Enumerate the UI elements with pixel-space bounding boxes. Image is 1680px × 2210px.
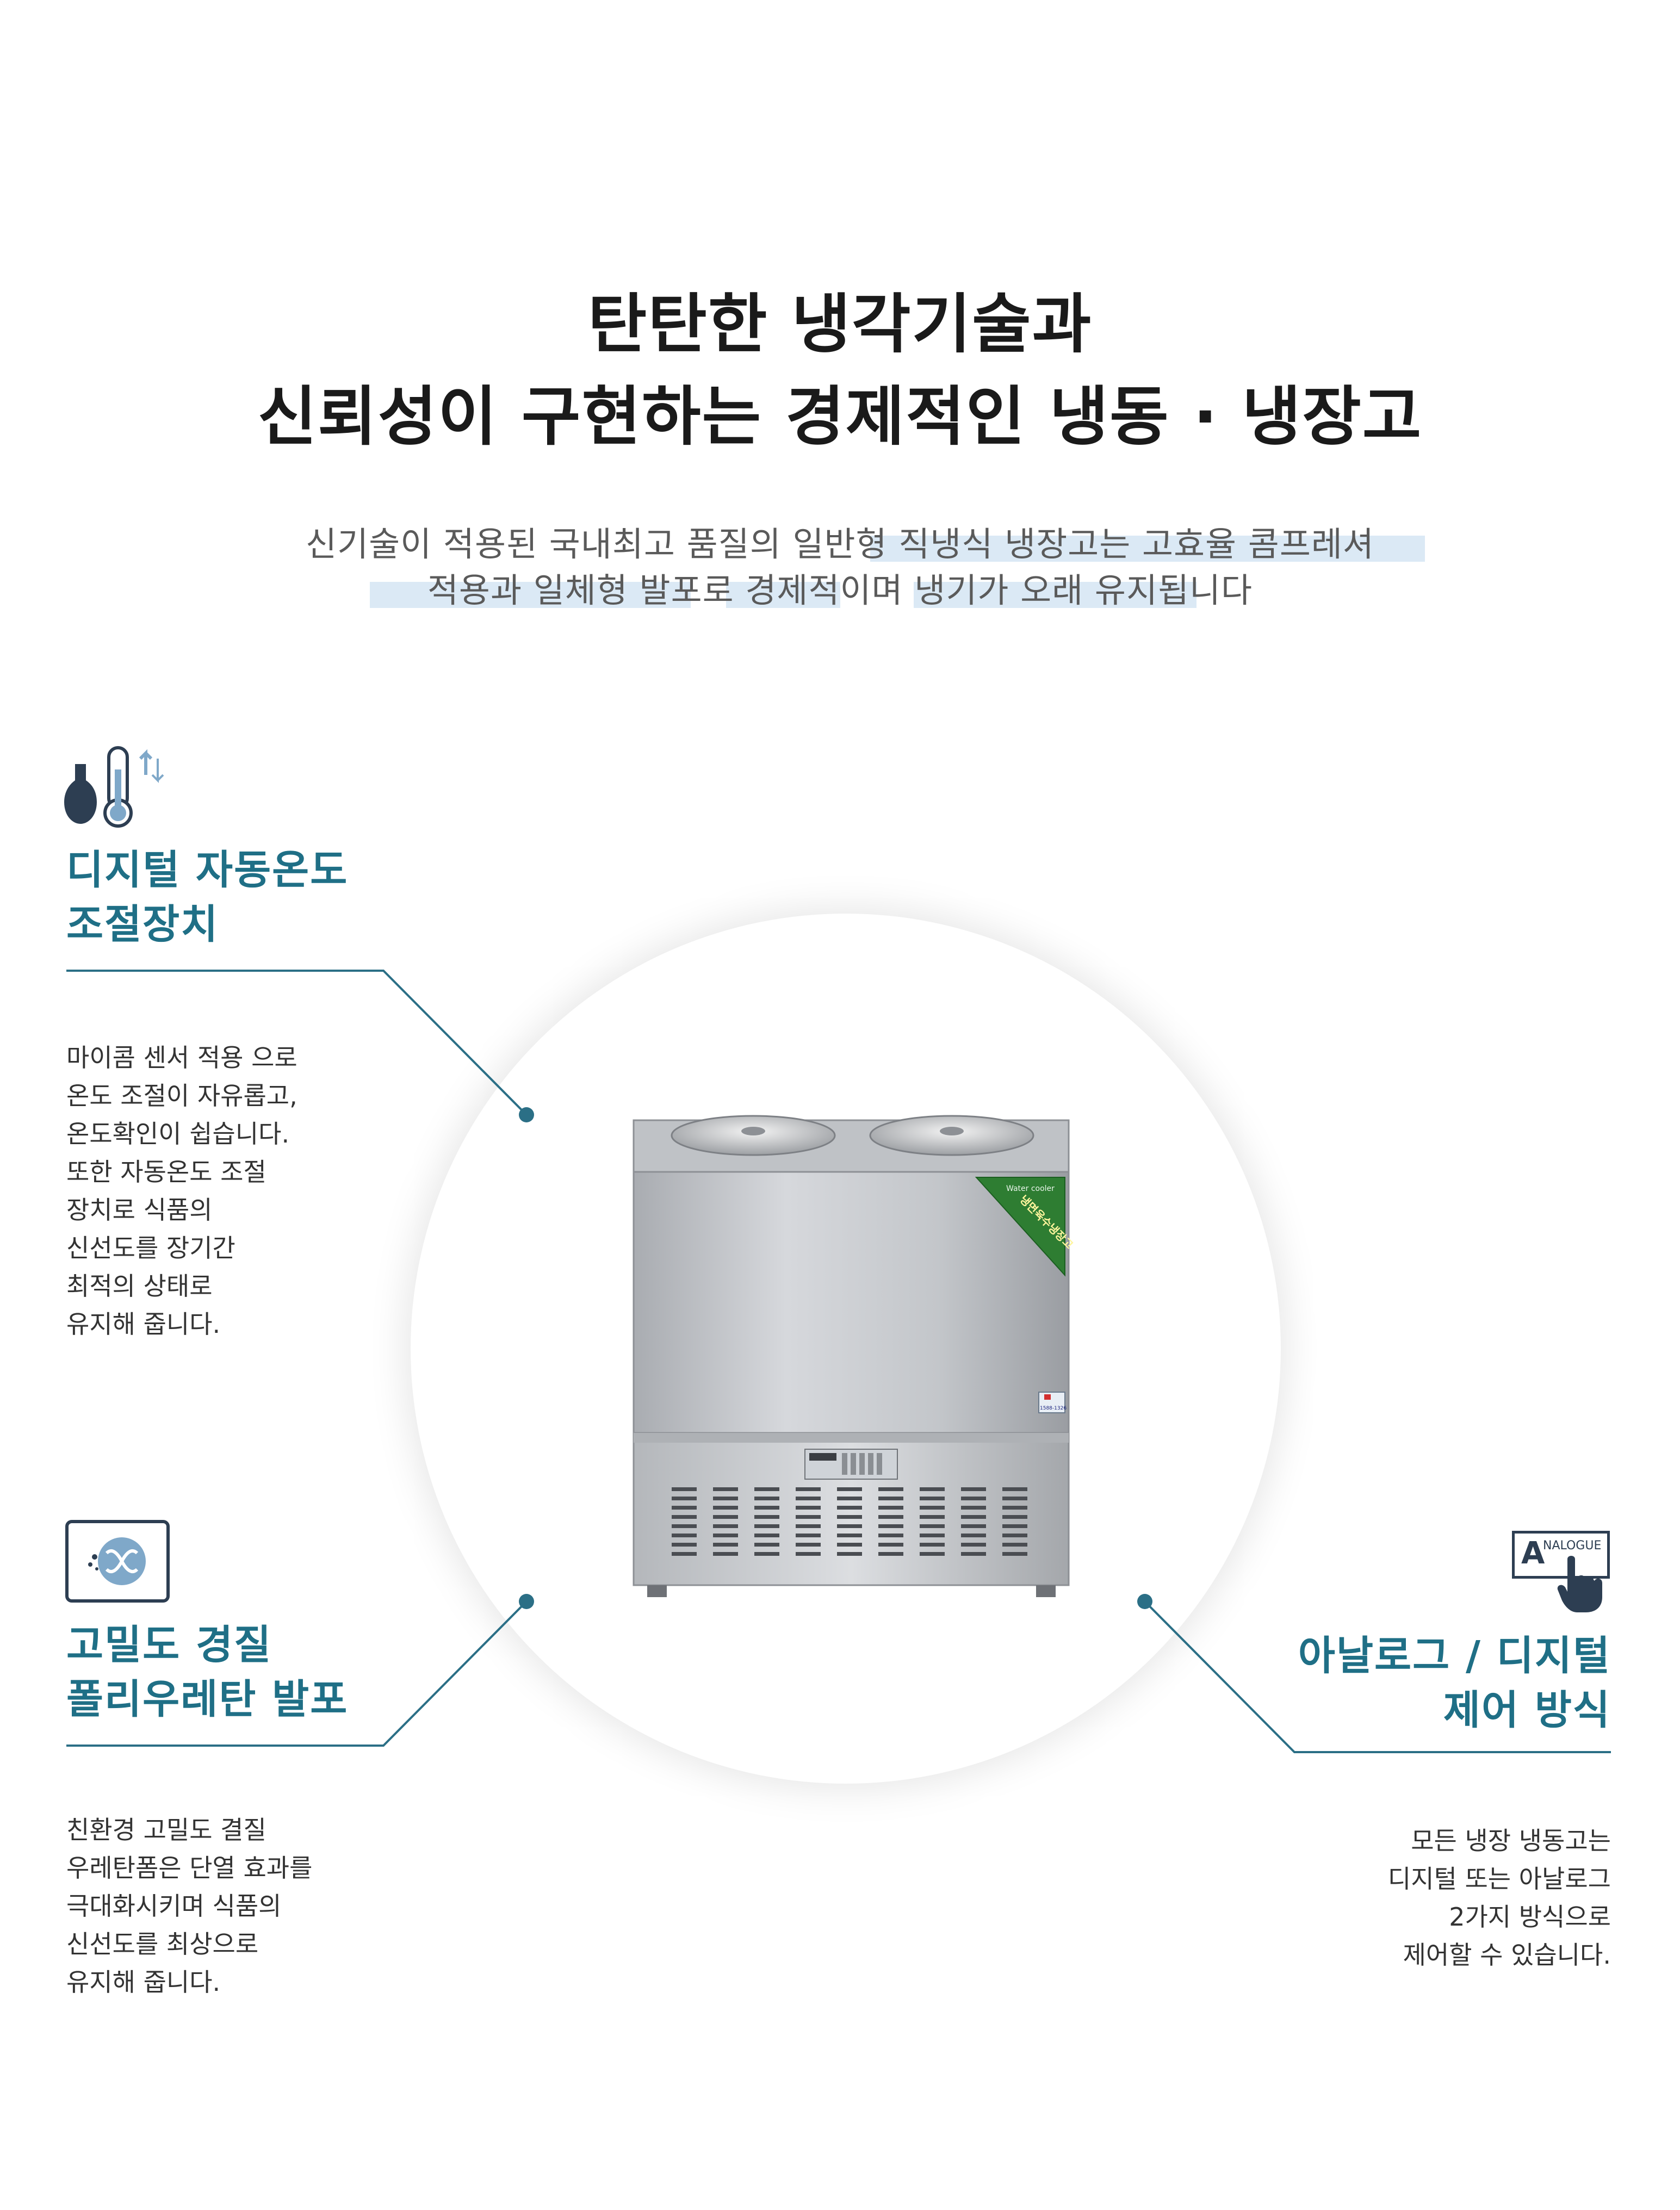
refrigerator-illustration: Water cooler 냉면육수냉장고 1588-1326 [633, 1115, 1076, 1597]
feature-body-line: 마이콤 센서 적용 으로 [66, 1043, 297, 1072]
feature-body-line: 신선도를 장기간 [66, 1233, 235, 1263]
headline-line-1: 탄탄한 냉각기술과 [587, 287, 1093, 362]
analogue-letter: A [1521, 1536, 1545, 1571]
feature-body-line: 극대화시키며 식품의 [66, 1891, 282, 1921]
feature-title-line: 아날로그 / 디지털 [1298, 1632, 1611, 1679]
feature-body-line: 유지해 줍니다. [66, 1967, 221, 1997]
feature-body-digital-temp: 마이콤 센서 적용 으로 온도 조절이 자유롭고, 온도확인이 쉽습니다. 또한… [66, 1039, 447, 1343]
sticker-brand: Water cooler [1006, 1184, 1055, 1193]
feature-body-line: 신선도를 최상으로 [66, 1929, 259, 1959]
feature-body-line: 온도확인이 쉽습니다. [66, 1119, 290, 1149]
feature-title-control: 아날로그 / 디지털 제어 방식 [1121, 1629, 1611, 1737]
feature-body-line: 온도 조절이 자유롭고, [66, 1081, 297, 1110]
feature-title-line: 제어 방식 [1443, 1687, 1611, 1734]
thermometer-icon [64, 746, 164, 828]
intro-highlight-1 [870, 536, 1425, 562]
headline-line-2: 신뢰성이 구현하는 경제적인 냉동 · 냉장고 [257, 379, 1423, 454]
intro-highlight-2 [370, 582, 691, 608]
feature-body-line: 최적의 상태로 [66, 1271, 213, 1301]
feature-title-line: 디지털 자동온도 [66, 847, 349, 893]
feature-body-line: 친환경 고밀도 결질 [66, 1815, 266, 1845]
feature-title-line: 고밀도 경질 [66, 1622, 272, 1668]
feature-body-foam: 친환경 고밀도 결질 우레탄폼은 단열 효과를 극대화시키며 식품의 신선도를 … [66, 1811, 501, 2001]
intro-line-2: 적용과 일체형 발포로 경제적이며 냉기가 오래 유지됩니다 [427, 570, 1253, 610]
feature-title-line: 조절장치 [66, 901, 219, 948]
feature-body-line: 2가지 방식으로 [1449, 1902, 1611, 1932]
feature-title-foam: 고밀도 경질 폴리우레탄 발포 [66, 1618, 501, 1727]
analogue-text: NALOGUE [1543, 1539, 1602, 1553]
feature-body-control: 모든 냉장 냉동고는 디지털 또는 아날로그 2가지 방식으로 제어할 수 있습… [1230, 1822, 1611, 1974]
analogue-pointer-icon: A NALOGUE [1512, 1531, 1610, 1612]
intro-highlight-4 [914, 582, 1197, 608]
feature-body-line: 유지해 줍니다. [66, 1309, 221, 1339]
feature-title-line: 폴리우레탄 발포 [66, 1676, 349, 1723]
feature-title-digital-temp: 디지털 자동온도 조절장치 [66, 843, 501, 952]
feature-body-line: 디지털 또는 아날로그 [1387, 1864, 1611, 1894]
product-label: 1588-1326 [1040, 1406, 1067, 1411]
intro-highlight-3 [726, 582, 840, 608]
insulation-icon [65, 1520, 170, 1603]
feature-body-line: 장치로 식품의 [66, 1195, 213, 1225]
analogue-box: A NALOGUE [1512, 1531, 1610, 1579]
intro-line-1: 신기술이 적용된 국내최고 품질의 일반형 직냉식 냉장고는 고효율 콤프레셔 [306, 524, 1374, 564]
feature-body-line: 모든 냉장 냉동고는 [1411, 1826, 1611, 1855]
feature-body-line: 우레탄폼은 단열 효과를 [66, 1853, 313, 1883]
feature-body-line: 또한 자동온도 조절 [66, 1157, 266, 1187]
feature-body-line: 제어할 수 있습니다. [1403, 1940, 1611, 1970]
